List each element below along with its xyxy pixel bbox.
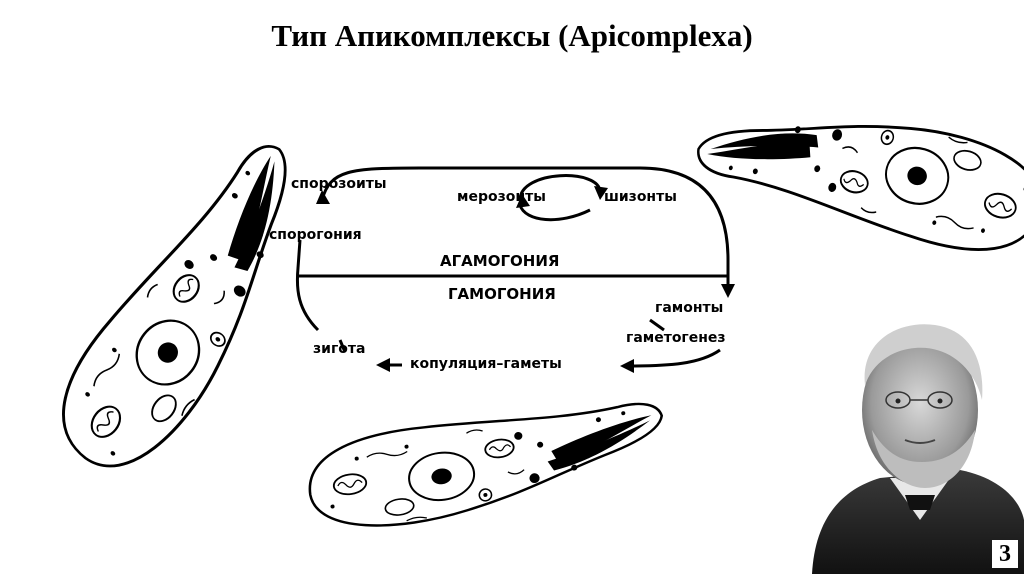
page-number: 3 xyxy=(992,540,1018,568)
